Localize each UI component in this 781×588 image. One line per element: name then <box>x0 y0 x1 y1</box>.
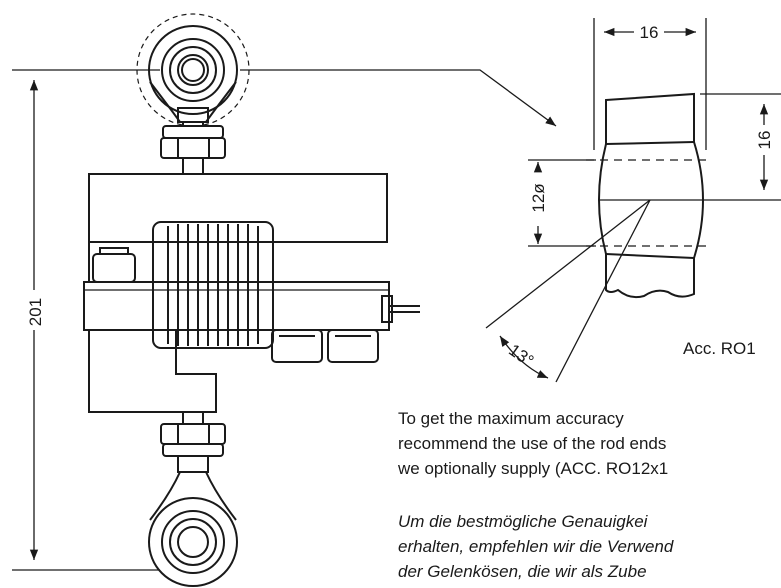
bellows <box>152 221 274 349</box>
load-cell-drawing <box>83 13 420 587</box>
top-rod-end <box>136 13 250 175</box>
detail-view <box>586 92 710 299</box>
middle-beam <box>83 281 390 331</box>
dimension-16-top: 16 <box>640 23 659 42</box>
text-en-line-2: recommend the use of the rod ends <box>398 434 667 453</box>
accessory-label: Acc. RO1 <box>683 339 756 358</box>
text-de-line-2: erhalten, empfehlen wir die Verwend <box>398 537 674 556</box>
dimension-bore-label: 12ø <box>529 183 548 212</box>
text-de-line-1: Um die bestmögliche Genauigkei <box>398 512 648 531</box>
bottom-rod-end <box>148 411 238 587</box>
dimension-angle-label: 13° <box>505 340 537 370</box>
dimension-201-label: 201 <box>26 298 45 326</box>
text-en-line-1: To get the maximum accuracy <box>398 409 624 428</box>
dimension-201 <box>12 69 160 571</box>
text-en-line-3: we optionally supply (ACC. RO12x1 <box>398 459 669 478</box>
lower-block <box>88 330 217 413</box>
dimension-16-right: 16 <box>755 131 774 150</box>
detail-leader <box>240 69 557 127</box>
text-de-line-3: der Gelenkösen, die wir als Zube <box>398 562 647 581</box>
